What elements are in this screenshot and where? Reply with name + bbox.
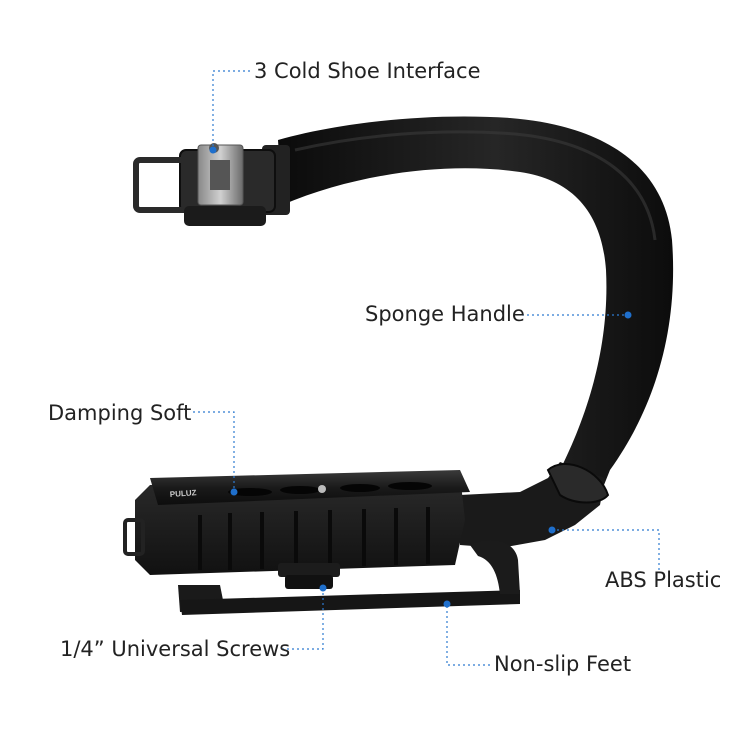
cold-shoe-mount	[133, 143, 290, 226]
sponge-handle	[278, 116, 674, 496]
callout-dot-feet	[443, 600, 451, 608]
brand-logo: PULUZ	[170, 488, 197, 499]
abs-plastic-label: ABS Plastic	[605, 568, 722, 592]
universal-screw-knob	[278, 563, 340, 589]
cold-shoe-interface-label: 3 Cold Shoe Interface	[254, 59, 481, 83]
callout-line-damping	[193, 411, 235, 492]
non-slip-feet	[178, 540, 520, 615]
callout-line-abs	[552, 529, 660, 570]
non-slip-feet-label: Non-slip Feet	[494, 652, 632, 676]
sponge-handle-label: Sponge Handle	[365, 302, 525, 326]
callout-line-screws	[282, 588, 324, 650]
sponge-handle-highlight	[294, 130, 657, 241]
abs-plastic-ring	[546, 463, 610, 504]
base-plate: PULUZ	[123, 470, 470, 575]
callout-dot-sponge	[624, 311, 632, 319]
callout-dot-cold-shoe	[209, 146, 217, 154]
callout-dot-abs	[548, 526, 556, 534]
callout-dot-screws	[319, 584, 327, 592]
callout-line-feet	[446, 604, 490, 666]
damping-soft-label: Damping Soft	[48, 401, 192, 425]
callout-dot-damping	[230, 488, 238, 496]
callout-line-cold-shoe	[212, 70, 250, 150]
universal-screws-label: 1/4” Universal Screws	[60, 637, 291, 661]
